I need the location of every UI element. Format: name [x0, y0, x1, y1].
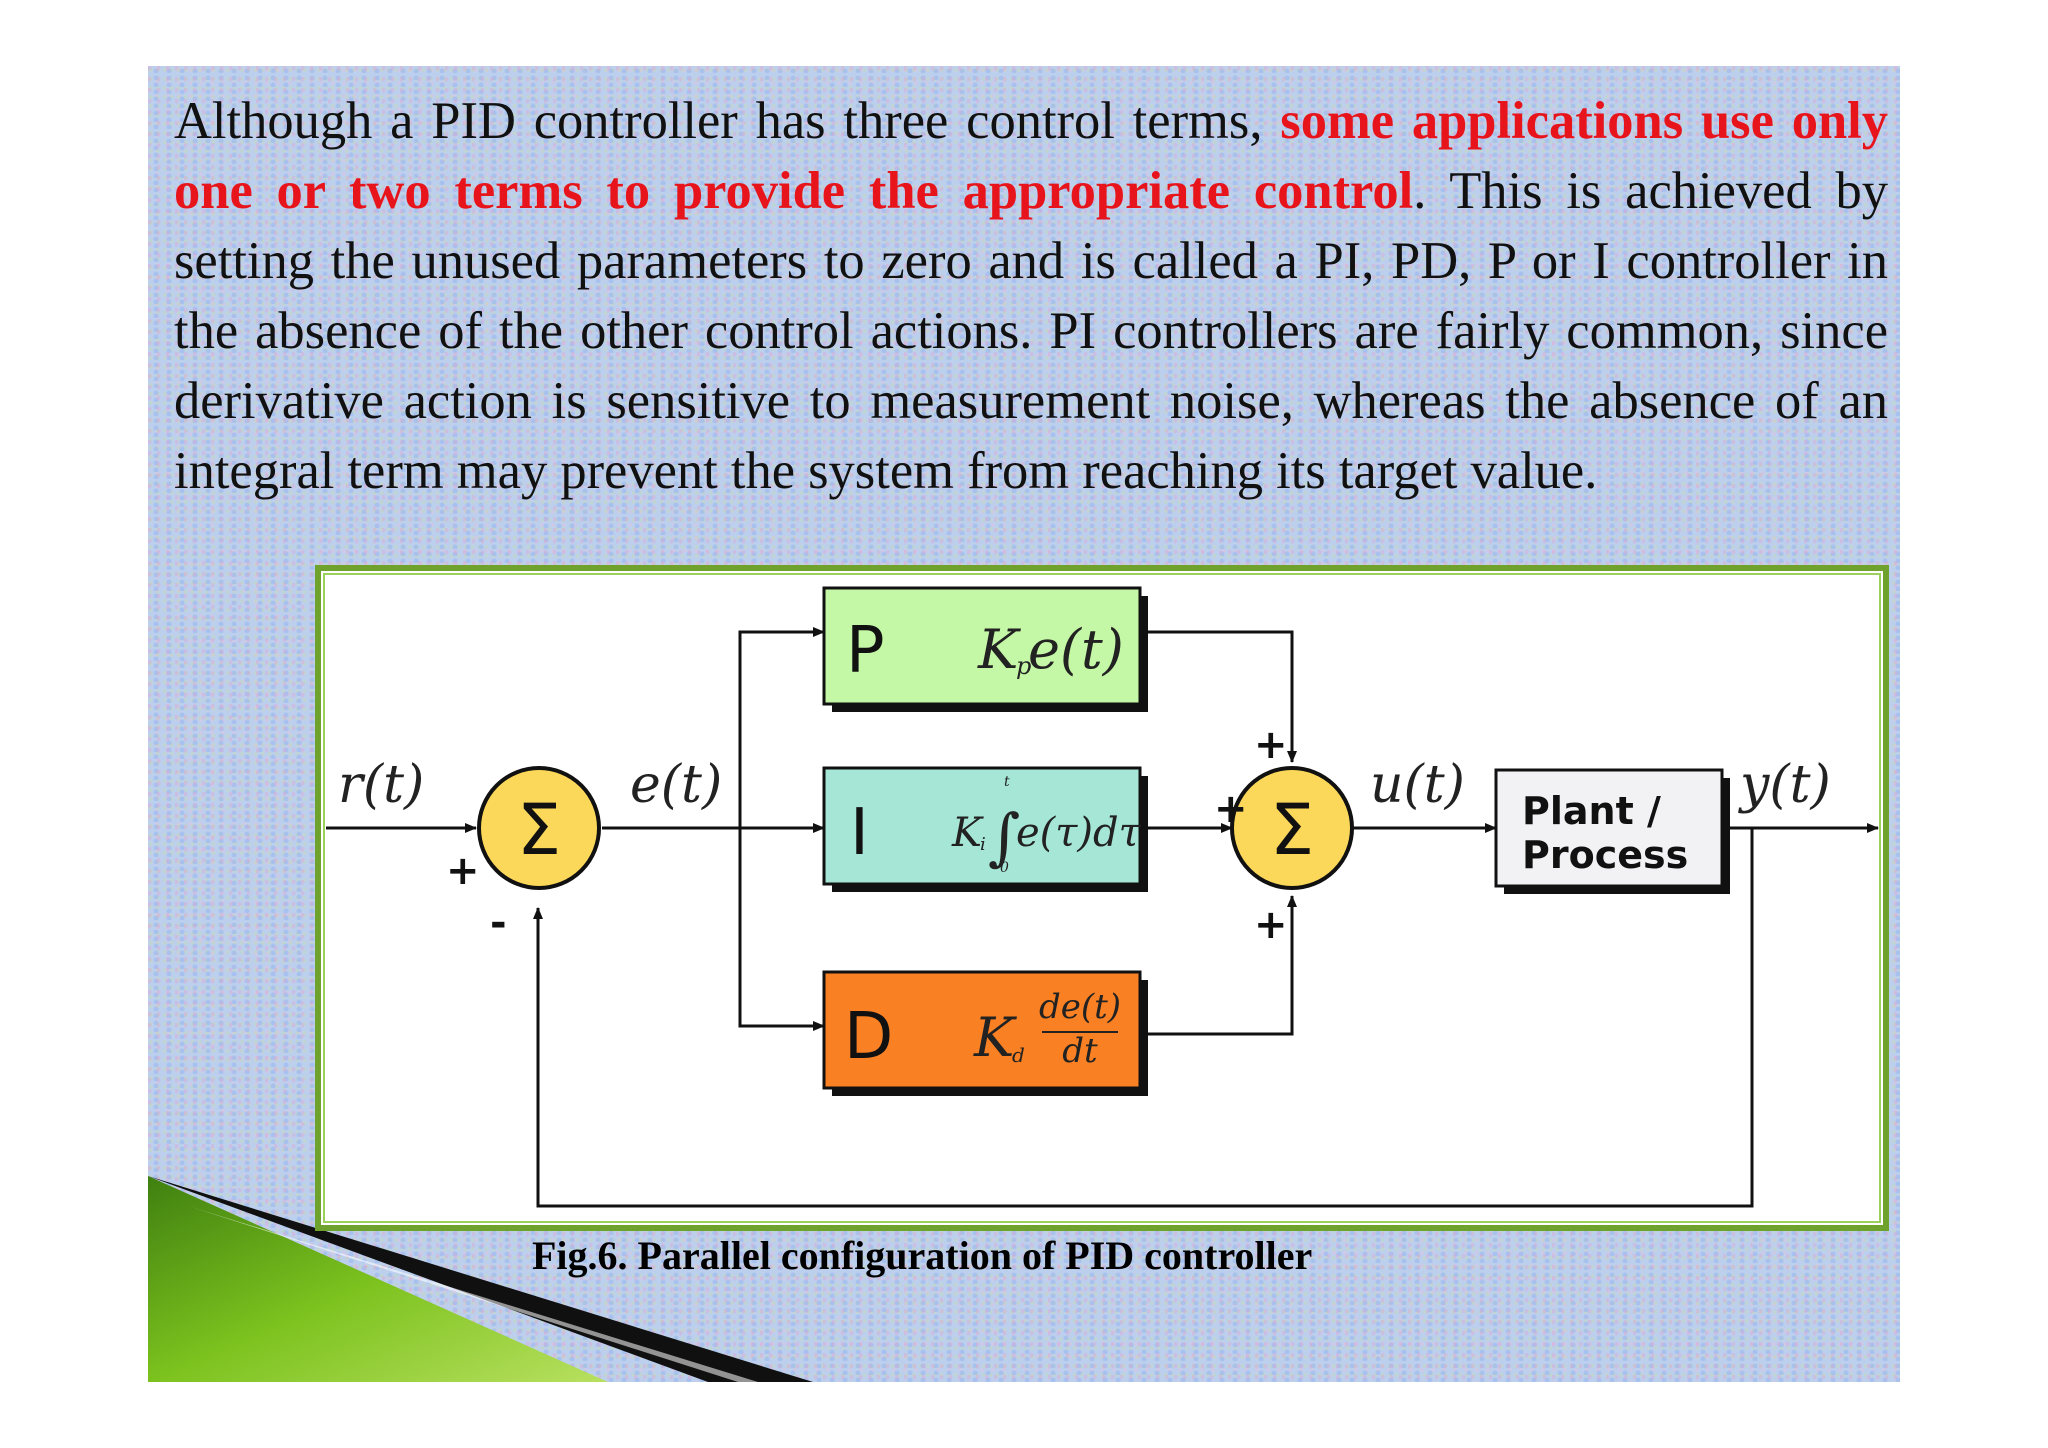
label-u: u(t) [1370, 755, 1465, 815]
figure-caption: Fig.6. Parallel configuration of PID con… [532, 1233, 1313, 1278]
svg-text:Process: Process [1522, 833, 1688, 877]
sign-plus-r: + [446, 848, 480, 894]
svg-text:Plant /: Plant / [1522, 789, 1661, 833]
paragraph-text-1: Although a PID controller has three cont… [174, 92, 1263, 150]
p-block: P K p e(t) [822, 586, 1148, 712]
plant-block: Plant / Process [1494, 768, 1730, 894]
i-formula: K i ∫ t 0 e(τ)dτ [951, 774, 1142, 876]
svg-text:P: P [846, 614, 885, 688]
svg-text:i: i [980, 834, 986, 855]
error-wire-to-d [738, 828, 825, 1031]
sign-plus-d: + [1254, 902, 1288, 948]
svg-text:t: t [1004, 774, 1010, 790]
svg-text:dt: dt [1062, 1031, 1098, 1071]
label-y: y(t) [1738, 755, 1831, 815]
sign-plus-i: + [1214, 786, 1248, 832]
slide: Although a PID controller has three cont… [148, 66, 1900, 1382]
svg-text:de(t): de(t) [1039, 987, 1121, 1027]
d-block: D K d de(t) dt [822, 970, 1148, 1096]
signal-wires [326, 627, 1879, 1208]
svg-text:I: I [850, 796, 869, 870]
d-formula: K d de(t) dt [973, 987, 1121, 1071]
label-e: e(t) [630, 755, 722, 815]
feedback-wire [533, 828, 1754, 1208]
summing-junction-output: Σ [1230, 766, 1354, 890]
svg-text:d: d [1012, 1043, 1025, 1067]
p-formula: K p e(t) [977, 618, 1124, 681]
svg-text:e(τ)dτ: e(τ)dτ [1016, 810, 1142, 856]
svg-text:Σ: Σ [517, 789, 561, 871]
svg-text:∫: ∫ [988, 800, 1020, 873]
error-wire-to-p [738, 627, 825, 828]
svg-text:p: p [1016, 652, 1031, 680]
corner-decoration [148, 1176, 813, 1382]
pid-diagram: Σ Σ P K p e(t) I K i ∫ [148, 565, 1889, 1382]
junction-signs: + - + + + [446, 722, 1288, 948]
sign-minus-feedback: - [490, 900, 507, 946]
paragraph-highlight: some applications use only one or two te… [174, 92, 1888, 220]
svg-text:K: K [977, 618, 1021, 681]
svg-text:e(t): e(t) [1028, 618, 1124, 681]
paragraph-text-2: . This is achieved by setting the unused… [174, 162, 1888, 500]
d-output-wire [1148, 895, 1297, 1036]
svg-text:K: K [951, 810, 984, 856]
svg-text:Σ: Σ [1270, 789, 1314, 871]
body-paragraph: Although a PID controller has three cont… [174, 86, 1888, 506]
sign-plus-p: + [1254, 722, 1288, 768]
svg-text:D: D [844, 1000, 893, 1074]
svg-text:0: 0 [1000, 860, 1009, 876]
svg-text:K: K [973, 1006, 1017, 1069]
summing-junction-error: Σ [477, 766, 601, 890]
i-block: I K i ∫ t 0 e(τ)dτ [822, 766, 1148, 892]
p-output-wire [1148, 630, 1297, 763]
label-r: r(t) [338, 755, 424, 815]
